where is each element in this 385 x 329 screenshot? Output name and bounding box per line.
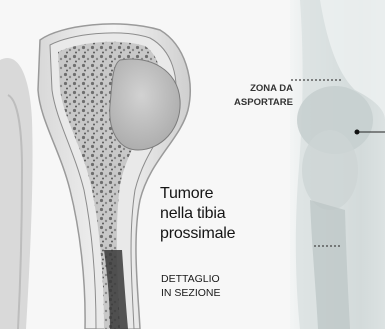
fibula (0, 58, 33, 329)
zone-label-line2: ASPORTARE (213, 96, 293, 110)
tumor-label-line2: nella tibia (160, 204, 280, 224)
tumor-label-line3: prossimale (160, 224, 280, 244)
detail-label-line2: IN SEZIONE (161, 286, 221, 300)
xray-panel (290, 0, 385, 329)
tumor-label-line1: Tumore (160, 184, 280, 204)
detail-label-line1: DETTAGLIO (161, 272, 221, 286)
pointer-dot (355, 130, 360, 135)
zone-label: ZONA DA ASPORTARE (213, 82, 293, 110)
detail-label: DETTAGLIO IN SEZIONE (161, 272, 221, 300)
zone-label-line1: ZONA DA (213, 82, 293, 96)
tumor-label: Tumore nella tibia prossimale (160, 184, 280, 244)
